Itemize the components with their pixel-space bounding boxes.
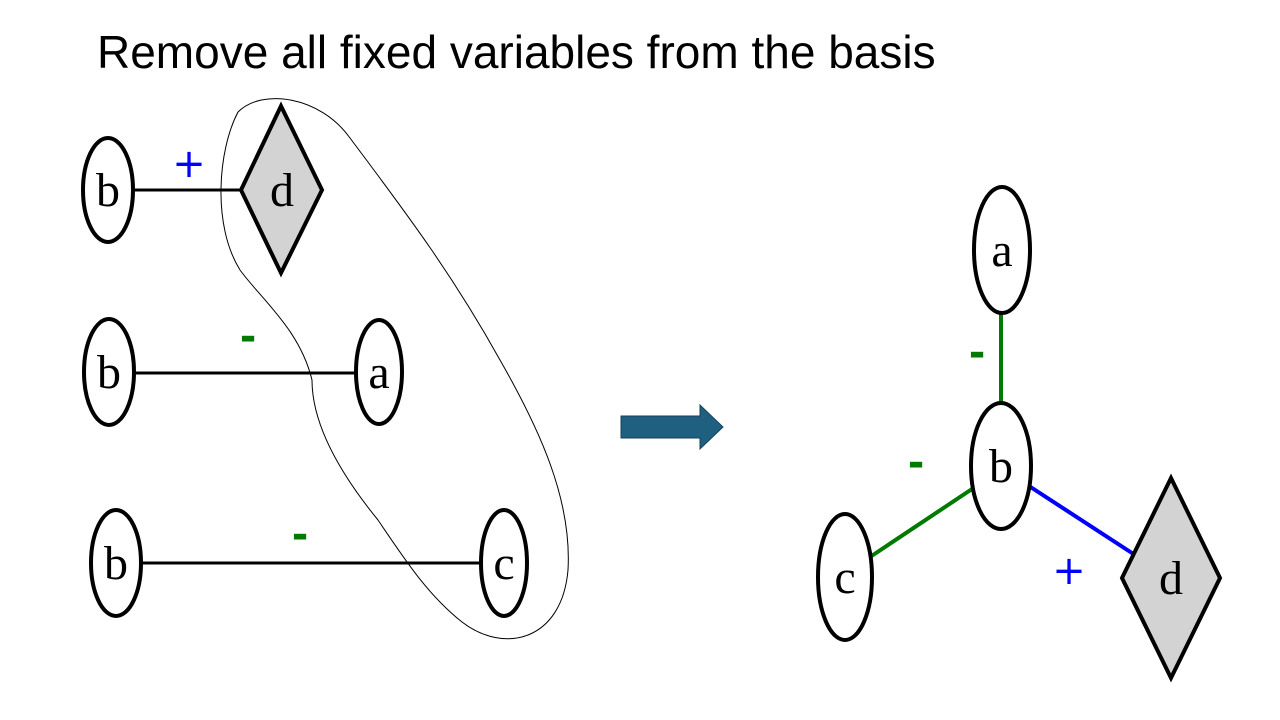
node-b <box>81 136 135 244</box>
node-a <box>972 185 1032 315</box>
left-row-1: b d + <box>81 101 325 278</box>
edge-b-c <box>868 485 977 559</box>
node-a-label: a <box>368 346 389 399</box>
fixed-variables-lasso <box>220 98 569 640</box>
node-a <box>354 318 404 426</box>
edge-sign-plus: + <box>172 141 206 187</box>
node-c-label: c <box>834 551 855 604</box>
left-panel: b d + b a - b c - <box>81 98 569 640</box>
node-d-label: d <box>270 164 294 217</box>
left-row-2: b a - <box>82 314 404 427</box>
left-row-3: b c - <box>89 508 529 618</box>
node-d-fixed <box>1119 473 1223 683</box>
node-b-label: b <box>989 440 1013 493</box>
slide-title: Remove all fixed variables from the basi… <box>97 26 936 78</box>
node-b-label: b <box>97 346 121 399</box>
node-a-label: a <box>991 224 1012 277</box>
edge-sign-plus: + <box>1052 548 1086 594</box>
node-c <box>479 508 529 618</box>
edge-sign-minus: - <box>969 330 986 376</box>
edge-sign-minus: - <box>292 512 309 558</box>
node-d-fixed <box>238 101 325 278</box>
node-b <box>89 508 143 618</box>
node-c <box>816 512 874 642</box>
node-b <box>82 317 136 427</box>
node-b-label: b <box>96 164 120 217</box>
node-b <box>969 401 1033 531</box>
node-d-label: d <box>1159 552 1183 605</box>
right-panel: a b c d - - + <box>816 185 1223 683</box>
edge-sign-minus: - <box>240 314 257 360</box>
transition-arrow-icon <box>620 403 724 451</box>
node-c-label: c <box>493 537 514 590</box>
node-b-label: b <box>104 537 128 590</box>
edge-b-d <box>1027 484 1137 557</box>
edge-sign-minus: - <box>908 440 925 486</box>
